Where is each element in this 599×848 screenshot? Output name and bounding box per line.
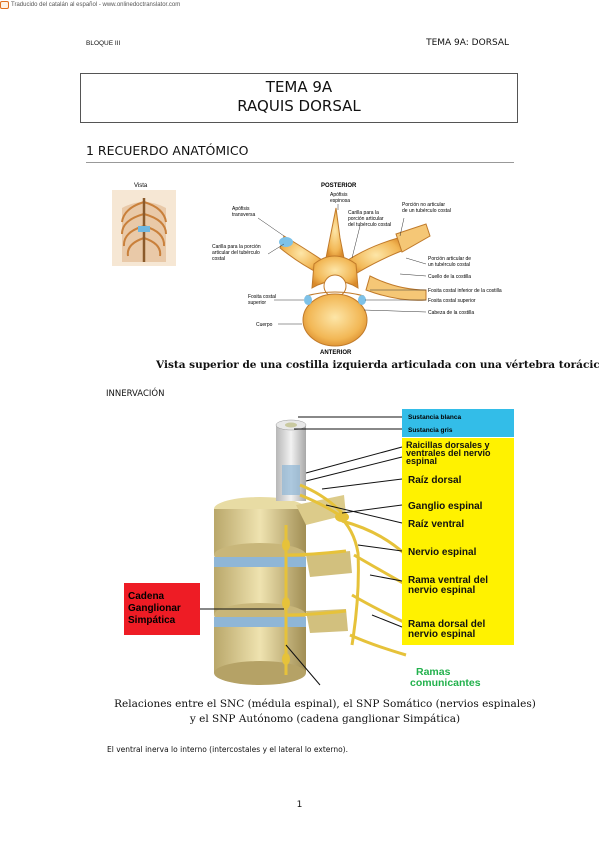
title-line-1: TEMA 9A — [265, 78, 333, 96]
legend-ganglio: Ganglio espinal — [408, 501, 483, 512]
legend-sustancia-gris: Sustancia gris — [408, 427, 453, 434]
label-porcion-articular-1: Porción articular de — [428, 256, 471, 262]
label-fosita-inferior: Fosita costal inferior de la costilla — [428, 288, 502, 294]
label-carilla-articular-3: del tubérculo costal — [348, 222, 391, 228]
label-apofisis-espinosa-1: Apófisis — [330, 192, 348, 198]
label-cuello-costilla: Cuello de la costilla — [428, 274, 471, 280]
header-right: TEMA 9A: DORSAL — [426, 38, 509, 48]
legend-sustancia-blanca: Sustancia blanca — [408, 414, 461, 421]
label-apofisis-transversa-1: Apófisis — [232, 206, 250, 212]
label-carilla-articular-1: Carilla para la — [348, 210, 379, 216]
cadena-line-3: Simpática — [128, 615, 176, 626]
legend-rama-ventral-2: nervio espinal — [408, 585, 475, 596]
label-fosita-superior-left-2: superior — [248, 300, 266, 306]
legend-raicillas-2: ventrales del nervio — [406, 448, 491, 458]
legend-rama-dorsal-2: nervio espinal — [408, 629, 475, 640]
innervation-heading: INNERVACIÓN — [106, 389, 165, 399]
section-heading: 1 RECUERDO ANATÓMICO — [86, 143, 249, 158]
label-fosita-superior-left-1: Fosita costal — [248, 294, 276, 300]
title-line-2: RAQUIS DORSAL — [237, 97, 361, 115]
leader-lines-fig2 — [285, 416, 403, 686]
cadena-line-1: Cadena — [128, 591, 165, 602]
label-cabeza-costilla: Cabeza de la costilla — [428, 310, 474, 316]
section-divider — [86, 162, 514, 163]
spinal-cord — [275, 419, 307, 501]
label-apofisis-transversa-2: transversa — [232, 212, 256, 218]
label-anterior: ANTERIOR — [320, 350, 352, 356]
translator-text[interactable]: Traducido del catalán al español - www.o… — [11, 2, 181, 8]
label-fosita-superior: Fosita costal superior — [428, 298, 476, 304]
legend-raicillas-1: Raicillas dorsales y — [406, 440, 490, 450]
label-apofisis-espinosa-2: espinosa — [330, 198, 350, 204]
label-carilla-tuberculo-1: Carilla para la porción — [212, 244, 261, 250]
figure2-caption-line-1: Relaciones entre el SNC (médula espinal)… — [114, 698, 536, 710]
label-vista: Vista — [134, 183, 148, 189]
label-carilla-articular-2: porción articular — [348, 216, 384, 222]
label-porcion-articular-2: un tubérculo costal — [428, 262, 470, 268]
label-porcion-no-articular-1: Porción no articular — [402, 202, 445, 208]
translator-banner[interactable]: Traducido del catalán al español - www.o… — [0, 0, 180, 10]
body-paragraph: El ventral inerva lo interno (intercosta… — [107, 745, 348, 754]
legend-raiz-dorsal: Raíz dorsal — [408, 475, 462, 486]
label-posterior: POSTERIOR — [321, 183, 357, 189]
label-carilla-tuberculo-3: costal — [212, 256, 225, 262]
cadena-line-2: Ganglionar — [128, 603, 181, 614]
legend-yellow-box — [402, 438, 514, 645]
legend-nervio-espinal: Nervio espinal — [408, 547, 477, 558]
vertebra-figure: Vista POSTERIOR — [112, 183, 502, 356]
spinal-nerves-figure: Sustancia blanca Sustancia gris Raicilla… — [124, 409, 514, 689]
figure1-caption: Vista superior de una costilla izquierda… — [156, 359, 599, 371]
legend-raicillas-3: espinal — [406, 456, 437, 466]
label-porcion-no-articular-2: de un tubérculo costal — [402, 208, 451, 214]
translator-logo-icon — [0, 1, 9, 9]
figure2-caption-line-2: y el SNP Autónomo (cadena ganglionar Sim… — [189, 713, 461, 725]
label-cuerpo: Cuerpo — [256, 322, 273, 328]
legend-blue-box — [402, 409, 514, 437]
header-left: BLOQUE III — [86, 40, 121, 47]
legend-raiz-ventral: Raíz ventral — [408, 519, 464, 530]
title-box: TEMA 9A RAQUIS DORSAL — [80, 73, 518, 123]
ramas-line-2: comunicantes — [410, 677, 481, 689]
vertebra-drawing — [279, 207, 431, 347]
page-number: 1 — [296, 800, 303, 810]
legend-rama-ventral-1: Rama ventral del — [408, 575, 488, 586]
legend-rama-dorsal-1: Rama dorsal del — [408, 619, 485, 630]
cadena-box — [124, 583, 200, 635]
thumbnail-ribcage — [112, 190, 176, 266]
vertebral-column — [214, 495, 352, 685]
ramas-line-1: Ramas — [416, 666, 451, 678]
label-carilla-tuberculo-2: articular del tubérculo — [212, 250, 260, 256]
leader-lines — [257, 204, 427, 325]
ganglia — [282, 512, 349, 665]
